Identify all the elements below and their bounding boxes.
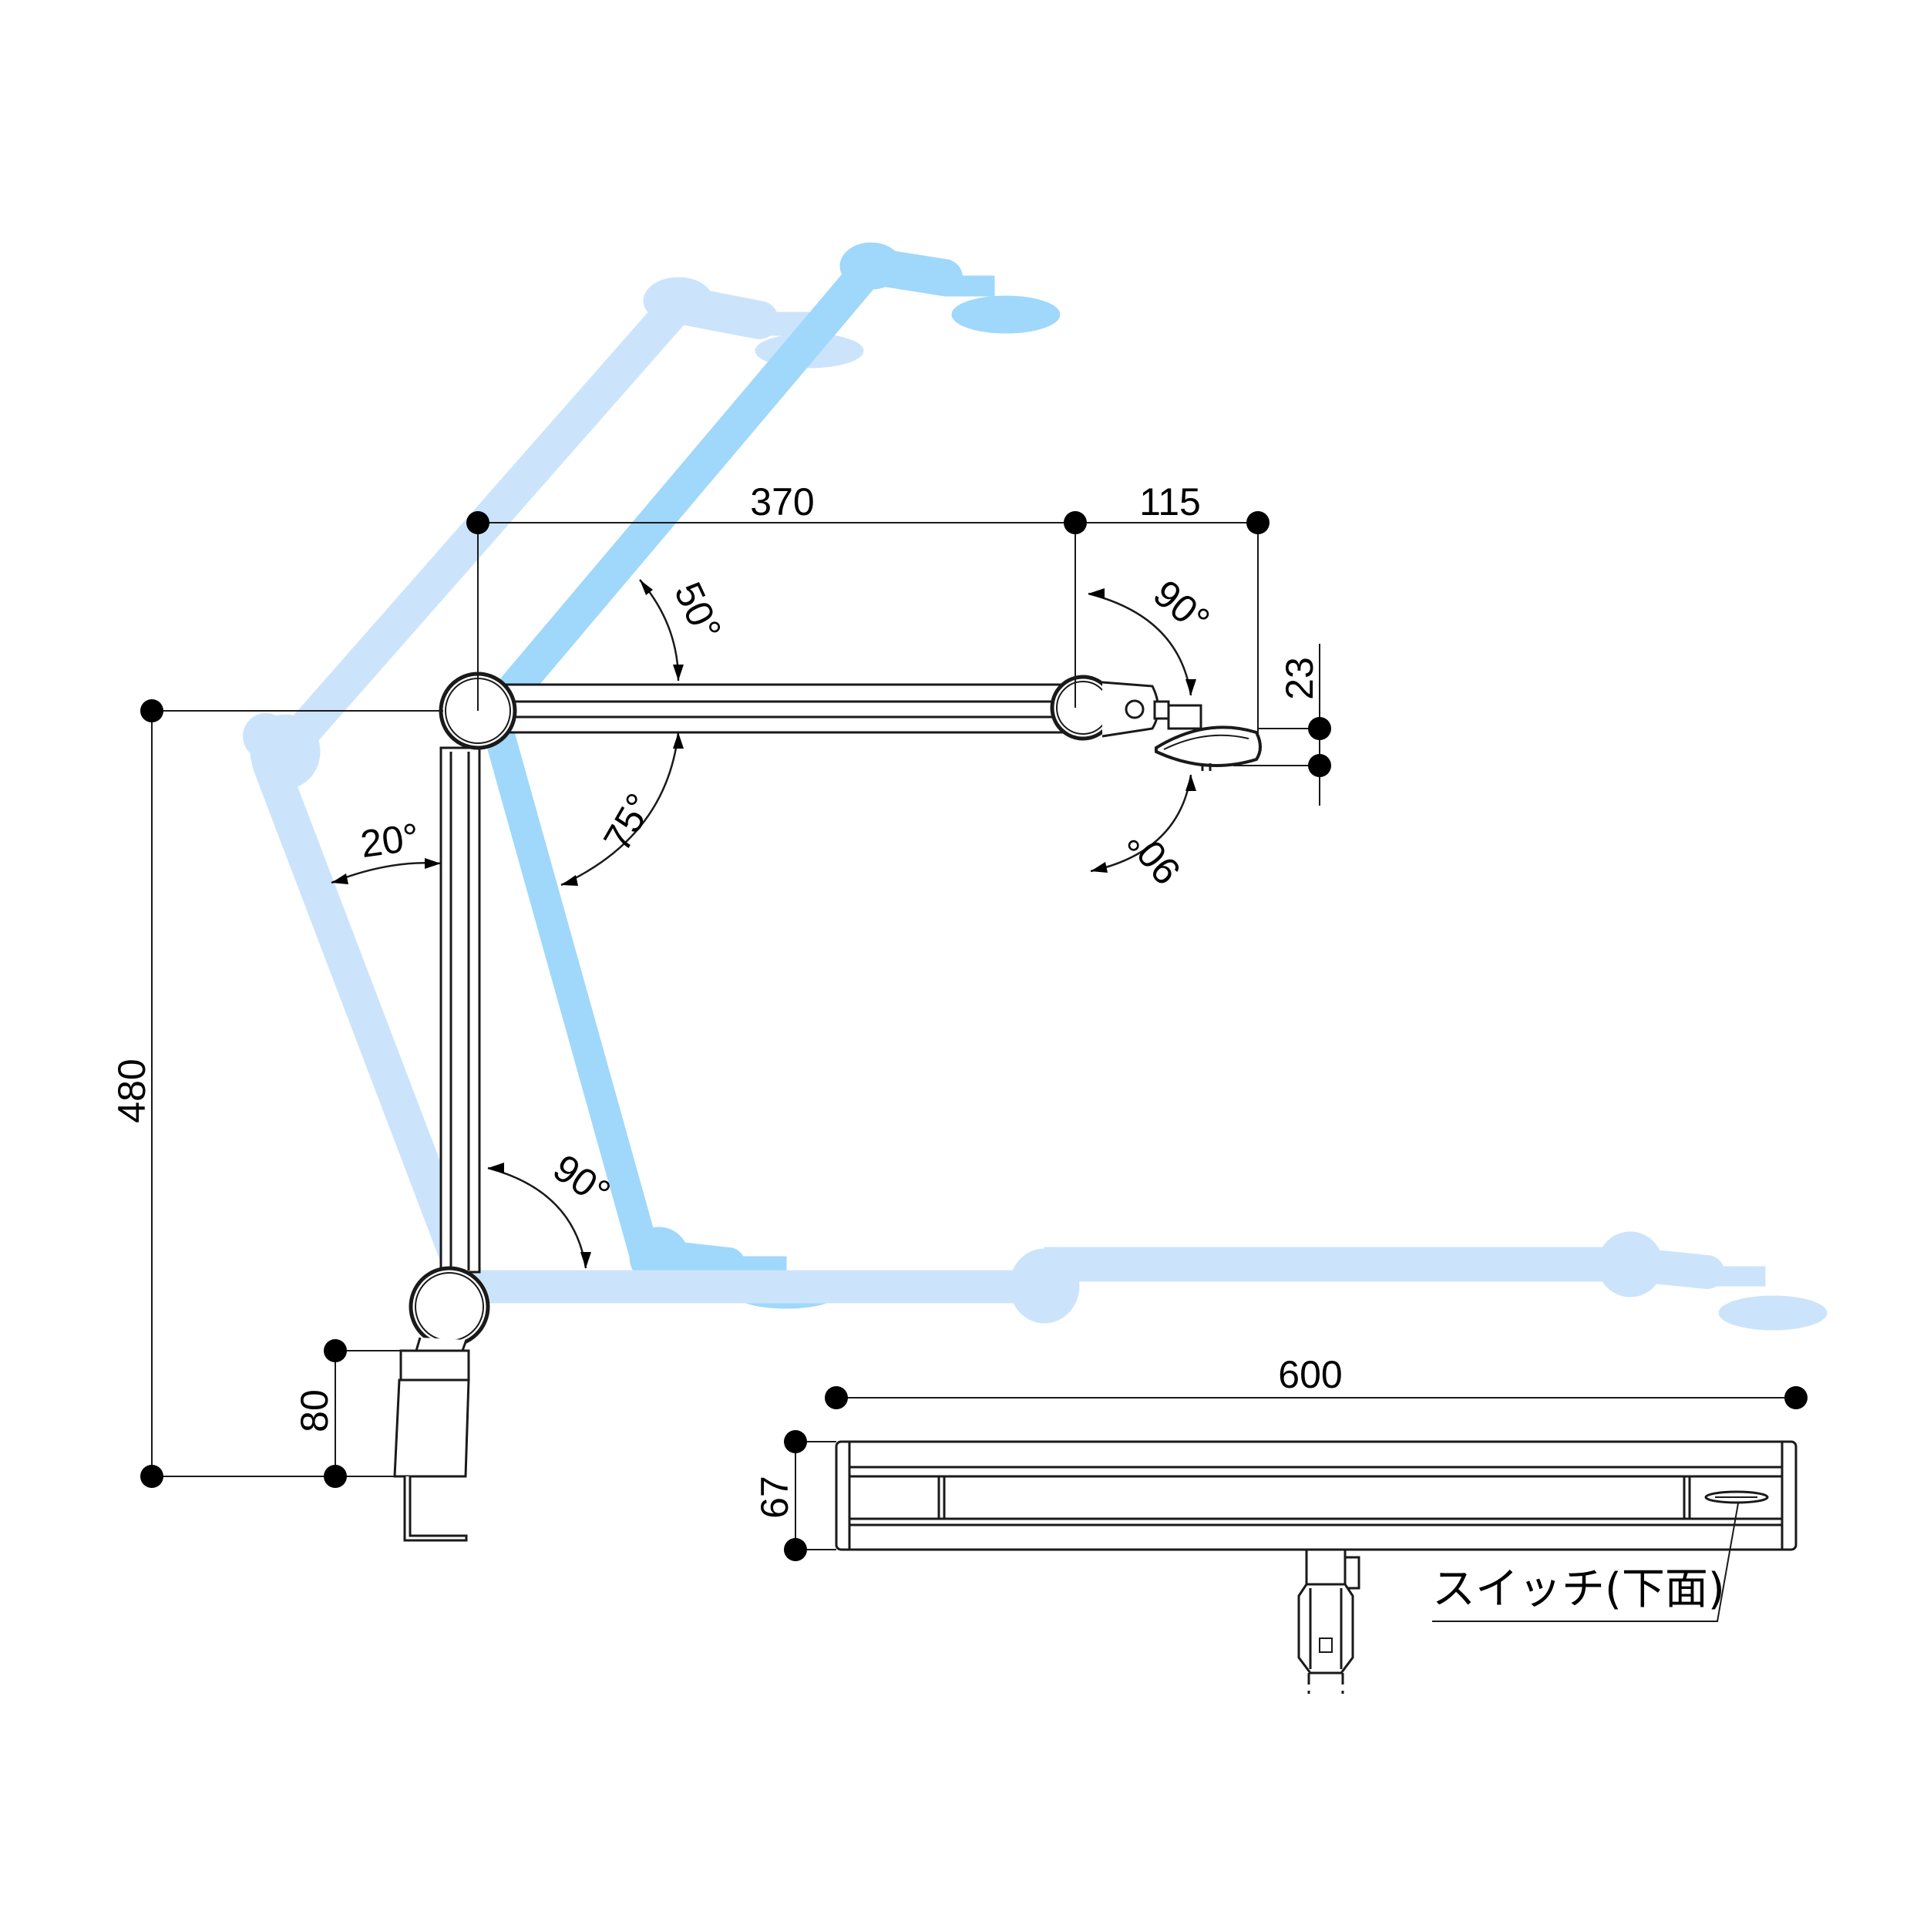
dot-icon <box>1246 511 1270 534</box>
angle-arrowheads <box>331 580 1196 1268</box>
angle-head-up: 90° <box>1145 571 1218 642</box>
switch-icon <box>1704 1490 1769 1504</box>
callout-labels: スイッチ(下面) <box>1432 1564 1725 1614</box>
light-bar-front-clamp <box>1297 1548 1360 1694</box>
arc-head-up <box>1088 592 1192 696</box>
lamp-base-joint <box>409 1266 490 1352</box>
ghost-arm-horizontal-low <box>477 1231 1828 1331</box>
arrow-icon <box>561 875 578 886</box>
arrow-icon <box>331 873 348 884</box>
dot-icon <box>1308 754 1331 777</box>
dim-total-height: 480 <box>110 1059 153 1123</box>
arc-base-swing <box>487 1166 587 1269</box>
arrow-icon <box>488 1163 504 1173</box>
dot-icon <box>466 511 489 534</box>
dim-head-thickness: 23 <box>1278 657 1321 700</box>
dot-icon <box>324 1339 347 1362</box>
arc-head-down <box>1090 774 1192 873</box>
dim-light-depth: 67 <box>753 1476 796 1519</box>
dot-icon <box>1308 717 1331 740</box>
lamp-main-drawing <box>393 671 1798 1694</box>
lamp-upper-arm <box>476 683 1073 734</box>
dot-icon <box>1784 1386 1808 1409</box>
arrow-icon <box>673 732 684 749</box>
lamp-head-side <box>1155 725 1262 771</box>
dot-icon <box>825 1386 848 1409</box>
arrow-icon <box>1091 862 1108 873</box>
arrow-icon <box>640 580 653 595</box>
ghost-arm-raised-left <box>243 277 864 1298</box>
arrow-icon <box>673 665 684 681</box>
ghost-arm-positions <box>243 242 1828 1331</box>
dimension-dots <box>140 511 1808 1561</box>
dim-light-width: 600 <box>1278 1353 1342 1396</box>
dot-icon <box>1064 511 1087 534</box>
angle-pole-tilt: 20° <box>358 815 422 866</box>
dim-clamp-height: 80 <box>293 1389 336 1432</box>
angle-labels: 50° 75° 20° 90° 90° 90° <box>358 571 1218 1214</box>
dimension-lines <box>151 522 1796 1622</box>
dim-arm-length: 370 <box>750 480 814 523</box>
ghost-arm-raised-right <box>476 242 1061 1309</box>
dot-icon <box>140 1465 163 1488</box>
arrow-icon <box>1185 775 1196 791</box>
lamp-head-joint <box>1050 675 1202 741</box>
lamp-clamp <box>393 1349 470 1542</box>
dot-icon <box>324 1465 347 1488</box>
arrow-icon <box>580 1252 591 1268</box>
light-bar-front-view <box>835 1440 1798 1551</box>
angle-upper-raise: 50° <box>666 576 730 647</box>
lamp-pole <box>439 746 481 1274</box>
dot-icon <box>784 1430 807 1453</box>
dimension-labels: 370 115 480 80 23 600 67 <box>110 480 1343 1519</box>
arrow-icon <box>1088 588 1105 599</box>
dot-icon <box>784 1538 807 1561</box>
arrow-icon <box>425 858 441 869</box>
arc-upper-lower <box>560 732 680 887</box>
angle-upper-lower: 75° <box>595 786 661 858</box>
arrow-icon <box>1185 679 1196 695</box>
angle-head-down: 90° <box>1118 820 1189 893</box>
arc-pole-tilt <box>331 862 442 884</box>
dot-icon <box>140 699 163 722</box>
switch-label: スイッチ(下面) <box>1432 1564 1725 1614</box>
dim-head-offset: 115 <box>1139 480 1201 523</box>
